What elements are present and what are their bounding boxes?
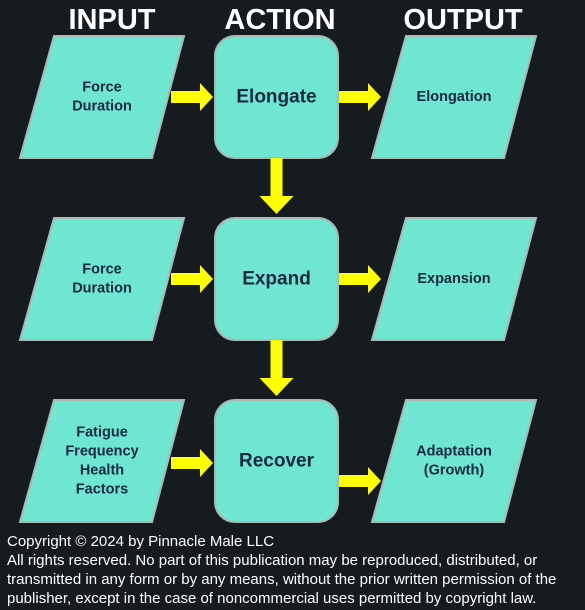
output-label: (Growth) — [424, 463, 485, 479]
action-to-output-arrow — [339, 83, 381, 111]
input-label: Duration — [72, 281, 132, 297]
action-shape — [214, 399, 339, 523]
output-label: Expansion — [417, 271, 490, 287]
input-to-action-arrow — [171, 265, 213, 293]
action-to-output-arrow — [339, 265, 381, 293]
input-label: Fatigue — [76, 425, 128, 441]
input-label: Duration — [72, 99, 132, 115]
output-shape — [370, 399, 538, 523]
output-shape — [370, 217, 538, 341]
input-shape — [18, 217, 186, 341]
action-label: Recover — [239, 451, 315, 472]
action-label: Elongate — [236, 87, 316, 108]
input-label: Force — [82, 262, 122, 278]
input-label: Force — [82, 80, 122, 96]
action-label: Expand — [242, 269, 311, 290]
header-action: ACTION — [224, 4, 335, 36]
rights-line: All rights reserved. No part of this pub… — [7, 552, 538, 569]
header-output: OUTPUT — [403, 4, 523, 36]
input-shape — [18, 399, 186, 523]
input-shape — [18, 35, 186, 159]
rights-line: transmitted in any form or by any means,… — [7, 571, 557, 588]
output-label: Adaptation — [416, 444, 492, 460]
copyright-line: Copyright © 2024 by Pinnacle Male LLC — [7, 533, 275, 550]
copyright-notice: Copyright © 2024 by Pinnacle Male LLC Al… — [7, 532, 583, 608]
down-arrow — [259, 340, 294, 396]
output-shape — [370, 35, 538, 159]
input-label: Health — [80, 463, 124, 479]
input-label: Frequency — [65, 444, 138, 460]
header-input: INPUT — [69, 4, 156, 36]
input-to-action-arrow — [171, 83, 213, 111]
action-to-output-arrow — [339, 467, 381, 495]
output-label: Elongation — [417, 89, 492, 105]
down-arrow — [259, 158, 294, 214]
input-label: Factors — [76, 482, 128, 498]
rights-line: publisher, except in the case of noncomm… — [7, 590, 537, 607]
input-to-action-arrow — [171, 449, 213, 477]
